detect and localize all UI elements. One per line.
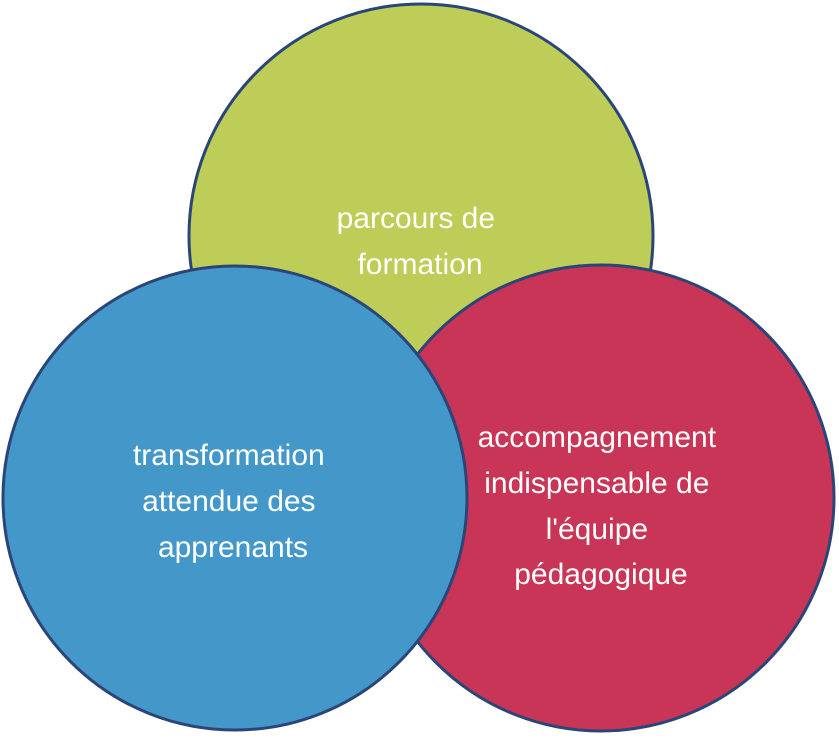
label-accompagnement-line-3: l'équipe	[546, 513, 648, 546]
label-accompagnement-line-2: indispensable de	[484, 467, 709, 500]
label-accompagnement-line-1: accompagnement	[478, 421, 717, 454]
label-parcours-line-2: formation	[357, 248, 482, 281]
label-transformation-line-1: transformation	[133, 439, 325, 472]
circle-group-accompagnement: accompagnement indispensable de l'équipe…	[366, 263, 836, 733]
label-accompagnement: accompagnement indispensable de l'équipe…	[478, 421, 725, 591]
label-parcours: parcours de formation	[337, 202, 504, 281]
label-transformation-line-3: apprenants	[158, 531, 308, 564]
circle-group-transformation: transformation attendue des apprenants	[1, 264, 469, 732]
label-parcours-line-1: parcours de	[337, 202, 495, 235]
label-accompagnement-line-4: pédagogique	[514, 558, 688, 591]
label-transformation-line-2: attendue des	[142, 485, 315, 518]
label-transformation: transformation attendue des apprenants	[133, 439, 333, 564]
circle-transformation	[1, 264, 469, 732]
